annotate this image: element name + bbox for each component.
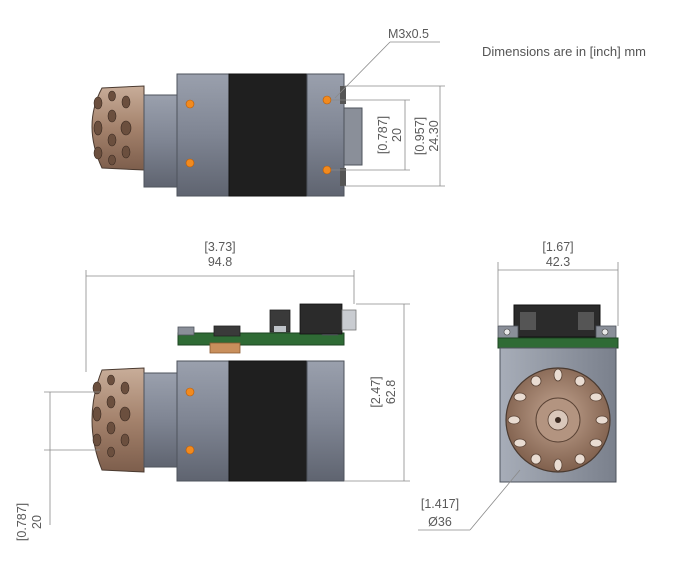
knob-diameter-inch: [1.417]: [421, 497, 459, 511]
knob-offset-mm: 20: [30, 515, 44, 529]
top-front-flange: [176, 73, 230, 197]
top-motor-core: [228, 73, 308, 197]
side-front-flange: [176, 360, 230, 482]
units-note: Dimensions are in [inch] mm: [482, 44, 646, 59]
knob-offset-inch: [0.787]: [15, 503, 29, 541]
width-inch: [1.67]: [542, 240, 573, 254]
side-hole-markers: [185, 387, 195, 455]
front-pcb: [497, 337, 619, 349]
side-view: [44, 270, 410, 525]
hole-spacing-inch: [0.787]: [376, 116, 390, 154]
knob-diameter-mm: Ø36: [428, 515, 452, 529]
top-connector: [343, 107, 363, 166]
front-view: [418, 262, 619, 531]
top-adapter: [143, 94, 178, 188]
front-knob-holes: [507, 368, 609, 472]
top-knob-holes: [93, 90, 132, 166]
top-rear-flange: [306, 73, 345, 197]
width-mm: 42.3: [546, 255, 570, 269]
pcb-board: [177, 332, 345, 346]
side-motor-core: [228, 360, 308, 482]
side-knob-holes: [92, 374, 131, 458]
flange-height-inch: [0.957]: [413, 117, 427, 155]
side-adapter: [143, 372, 178, 468]
side-rear-flange: [306, 360, 345, 482]
thread-callout: M3x0.5: [388, 27, 429, 41]
top-hole-markers: [185, 95, 332, 175]
overall-length-inch: [3.73]: [204, 240, 235, 254]
usb-connector: [213, 325, 241, 337]
flange-height-mm: 24.30: [427, 120, 441, 151]
hole-spacing-mm: 20: [390, 128, 404, 142]
power-connector: [299, 303, 343, 335]
overall-height-inch: [2.47]: [369, 376, 383, 407]
overall-length-mm: 94.8: [208, 255, 232, 269]
overall-height-mm: 62.8: [384, 380, 398, 404]
top-view: [91, 41, 445, 197]
